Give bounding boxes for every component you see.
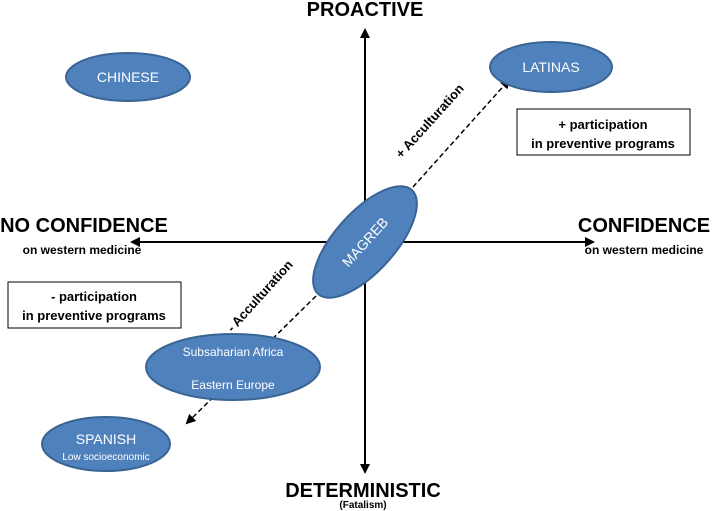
axis-label-left: NO CONFIDENCE (0, 215, 168, 237)
minus-participation-line1: - participation (51, 289, 137, 304)
group-label-eastern-europe: Eastern Europe (191, 378, 275, 392)
minus-acculturation-label: - Acculturation (224, 257, 296, 335)
group-label-spanish: SPANISH (76, 431, 136, 447)
axis-label-top: PROACTIVE (307, 0, 424, 21)
axis-label-bottom-sub: (Fatalism) (339, 500, 386, 511)
plus-acculturation-label: + Acculturation (392, 81, 466, 161)
axis-label-right-sub: on western medicine (585, 243, 704, 257)
axis-label-bottom: DETERMINISTIC (285, 480, 441, 502)
ellipse-chinese: CHINESE (65, 52, 191, 102)
group-label-chinese: CHINESE (97, 69, 159, 85)
plus-participation-line2: in preventive programs (531, 136, 675, 151)
plus-participation-box: + participation in preventive programs (516, 108, 691, 156)
ellipse-spanish: SPANISH Low socioeconomic (41, 416, 171, 472)
ellipse-magreb: MAGREB (312, 185, 418, 299)
axis-label-right: CONFIDENCE (578, 215, 710, 237)
minus-participation-box: - participation in preventive programs (7, 281, 182, 329)
group-label-spanish-sub: Low socioeconomic (62, 452, 149, 463)
axis-label-left-sub: on western medicine (23, 243, 142, 257)
group-label-subsaharan: Subsaharian Africa (183, 345, 284, 359)
group-label-latinas: LATINAS (522, 59, 579, 75)
ellipse-latinas: LATINAS (489, 41, 613, 93)
plus-participation-line1: + participation (558, 117, 647, 132)
ellipse-subsaharan-eastern-europe: Subsaharian Africa Eastern Europe (145, 333, 321, 401)
minus-participation-line2: in preventive programs (22, 308, 166, 323)
